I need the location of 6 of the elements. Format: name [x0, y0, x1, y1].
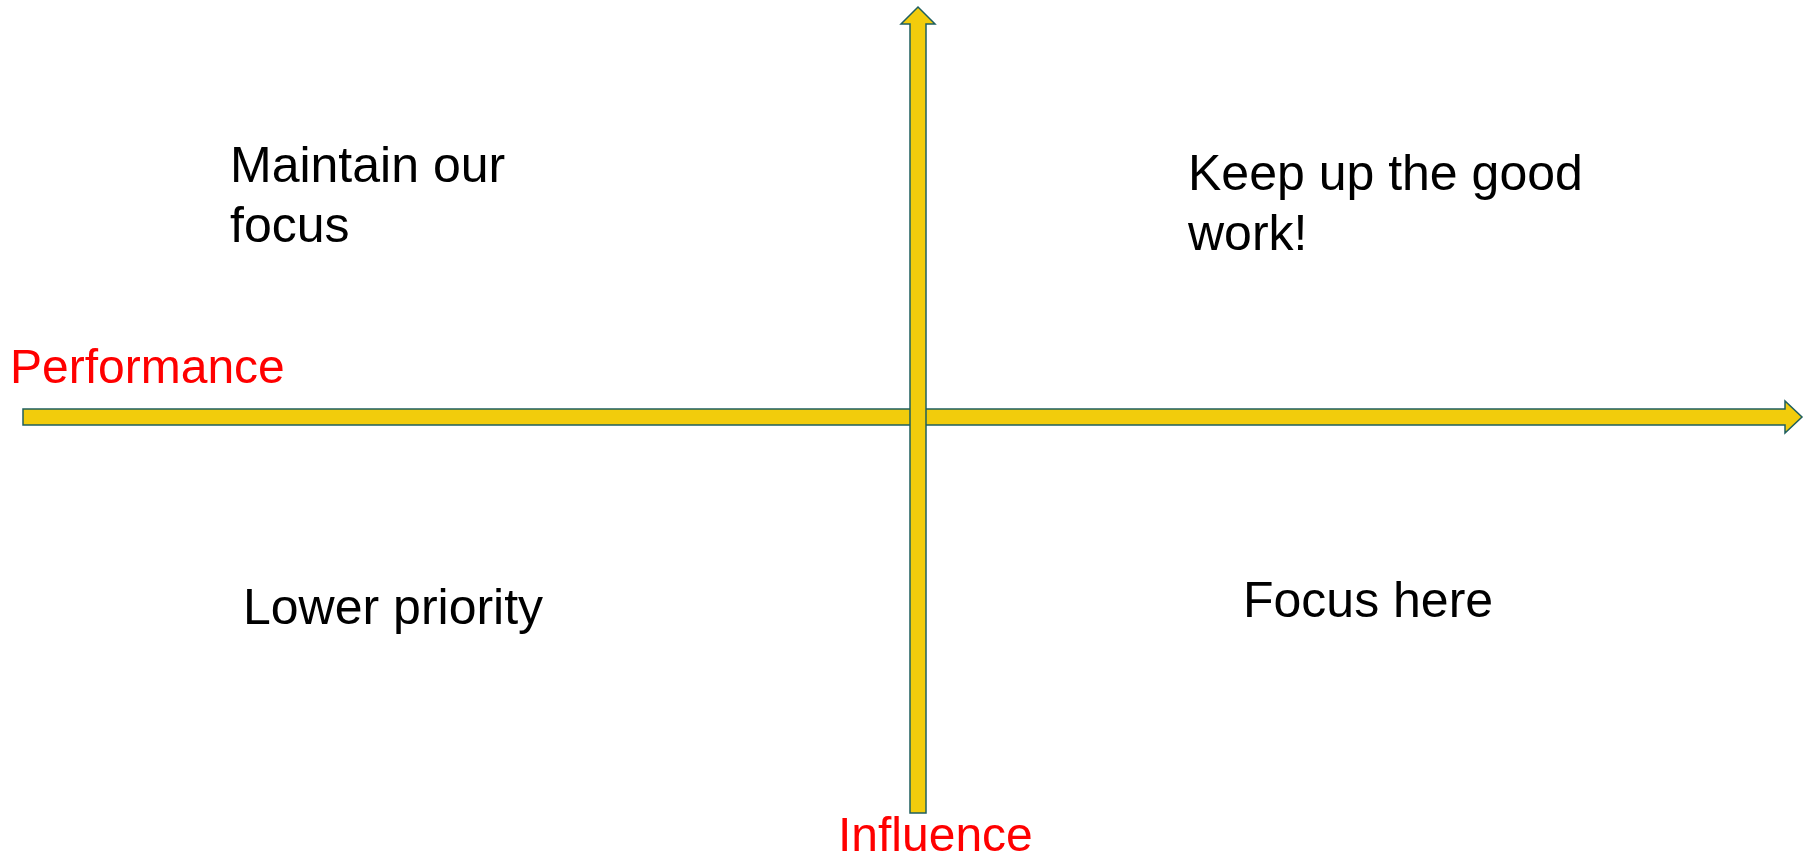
axis-label: Performance [10, 339, 285, 395]
axis-label: Influence [838, 807, 1033, 862]
quadrant-label: Lower priority [243, 578, 544, 637]
quadrant-label: Keep up the good work! [1188, 144, 1584, 263]
quadrant-label: Focus here [1243, 571, 1494, 630]
quadrant-label: Maintain our focus [230, 136, 507, 255]
